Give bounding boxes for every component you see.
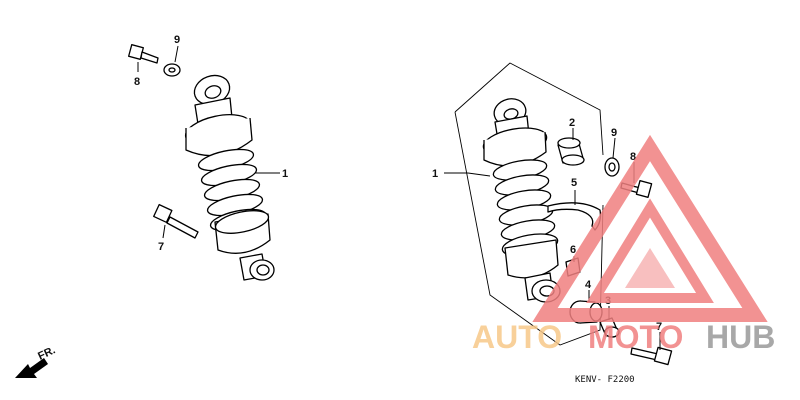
collar-part-2 [557,137,585,166]
watermark-text-moto: MOTO [588,319,683,355]
watermark-text-hub: HUB [706,319,775,355]
left-washer-9 [163,63,181,77]
front-direction-arrow: FR. [15,344,57,378]
clip-part-5 [547,202,602,231]
watermark-text-auto: AUTO [472,319,562,355]
left-callout-9: 9 [174,34,180,46]
left-bolt-7 [153,203,199,239]
direction-label: FR. [36,344,57,362]
right-callout-1: 1 [432,168,438,180]
left-callout-1: 1 [282,168,288,180]
right-washer-9 [604,157,620,177]
right-callout-7: 7 [656,321,662,333]
left-shock-absorber [184,74,275,281]
spacer-part-3 [599,317,620,338]
right-shock-absorber [482,98,561,303]
diagram-code: KENV- F2200 [575,375,635,385]
right-callout-2: 2 [569,117,575,129]
right-callout-4: 4 [585,279,592,291]
left-bolt-8 [128,44,159,64]
right-callout-8: 8 [630,151,636,163]
watermark-triangle-icon [532,134,768,322]
right-callout-6: 6 [570,244,576,256]
left-callout-8: 8 [134,76,140,88]
right-callout-5: 5 [571,177,577,189]
left-callout-7: 7 [158,241,164,253]
right-bolt-7 [630,346,673,366]
watermark-logo: AUTO MOTO HUB [472,134,775,355]
right-callout-9: 9 [611,127,617,139]
